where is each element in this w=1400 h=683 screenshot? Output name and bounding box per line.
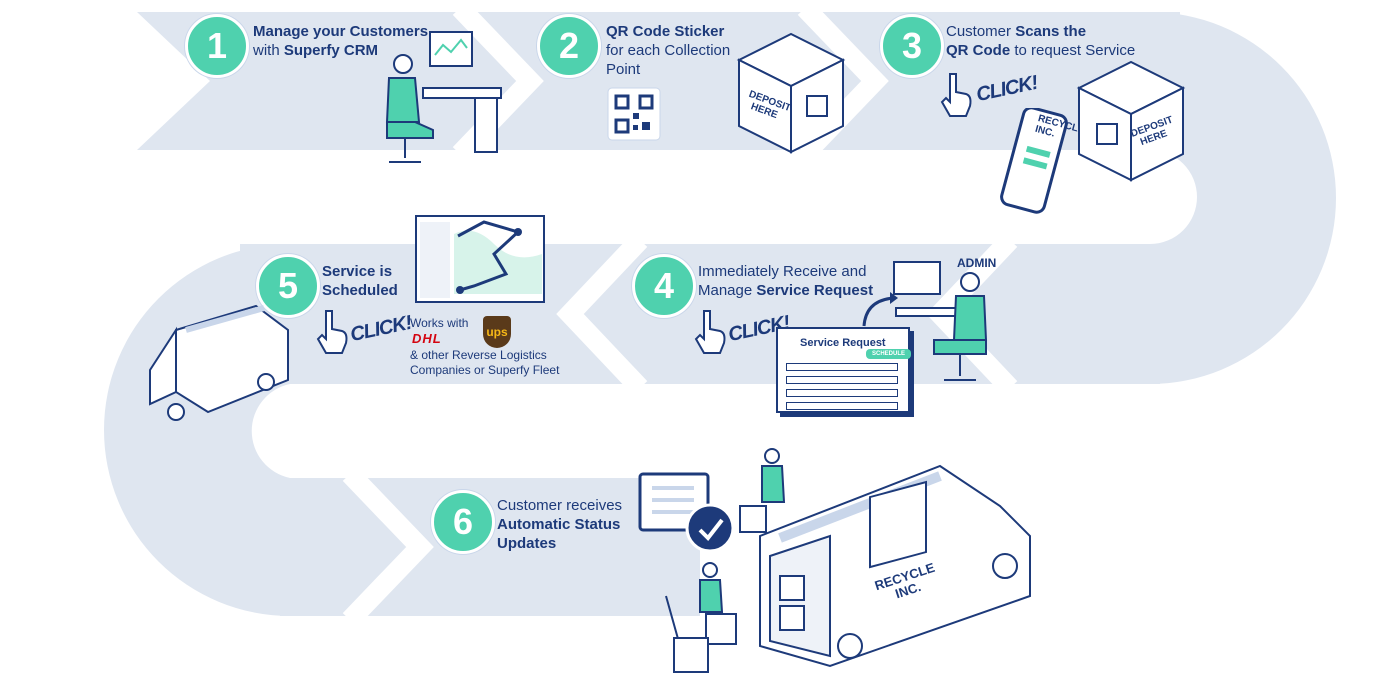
step-1-badge: 1 [185,14,249,78]
hand-pointer-icon [316,310,348,354]
service-request-card: Service Request SCHEDULE [776,327,912,413]
ups-logo: ups [483,316,511,348]
smartphone-icon [1000,108,1068,214]
deposit-box-2-icon [736,32,846,154]
step-3-badge: 3 [880,14,944,78]
qr-code-icon [607,87,661,141]
status-document-icon [638,472,735,553]
step-6-text: Customer receives Automatic Status Updat… [497,497,623,552]
step-2-badge: 2 [537,14,601,78]
route-map-icon [415,215,545,303]
path-turn-right [1150,12,1336,384]
step-5-text: Service is Scheduled [322,263,398,299]
admin-desk-illustration [893,261,988,381]
checkmark-icon [698,518,724,542]
step-5-badge: 5 [256,254,320,318]
logistics-text: & other Reverse Logistics Companies or S… [410,348,560,377]
crm-desk-illustration [385,31,502,163]
deposit-box-3-icon [1076,60,1186,182]
schedule-button[interactable]: SCHEDULE [866,349,912,359]
service-request-title: Service Request [800,337,886,349]
hand-pointer-icon [694,310,726,354]
step-3-text: Customer Scans the QR Code to request Se… [946,23,1136,59]
cargo-van-icon [149,304,289,421]
step-6-badge: 6 [431,490,495,554]
step-2-text: QR Code Sticker for each Collection Poin… [606,23,731,78]
hand-pointer-icon [940,73,972,117]
step-4-badge: 4 [632,254,696,318]
works-with-label: Works with [410,316,469,330]
dhl-logo: DHL [412,331,442,346]
step-4-text: Immediately Receive and Manage Service R… [698,263,874,299]
step-1-text: Manage your Customers with Superfy CRM [253,23,429,59]
arrow-icon [862,292,898,327]
admin-label: ADMIN [957,256,997,270]
recycle-van-illustration [665,448,1031,673]
